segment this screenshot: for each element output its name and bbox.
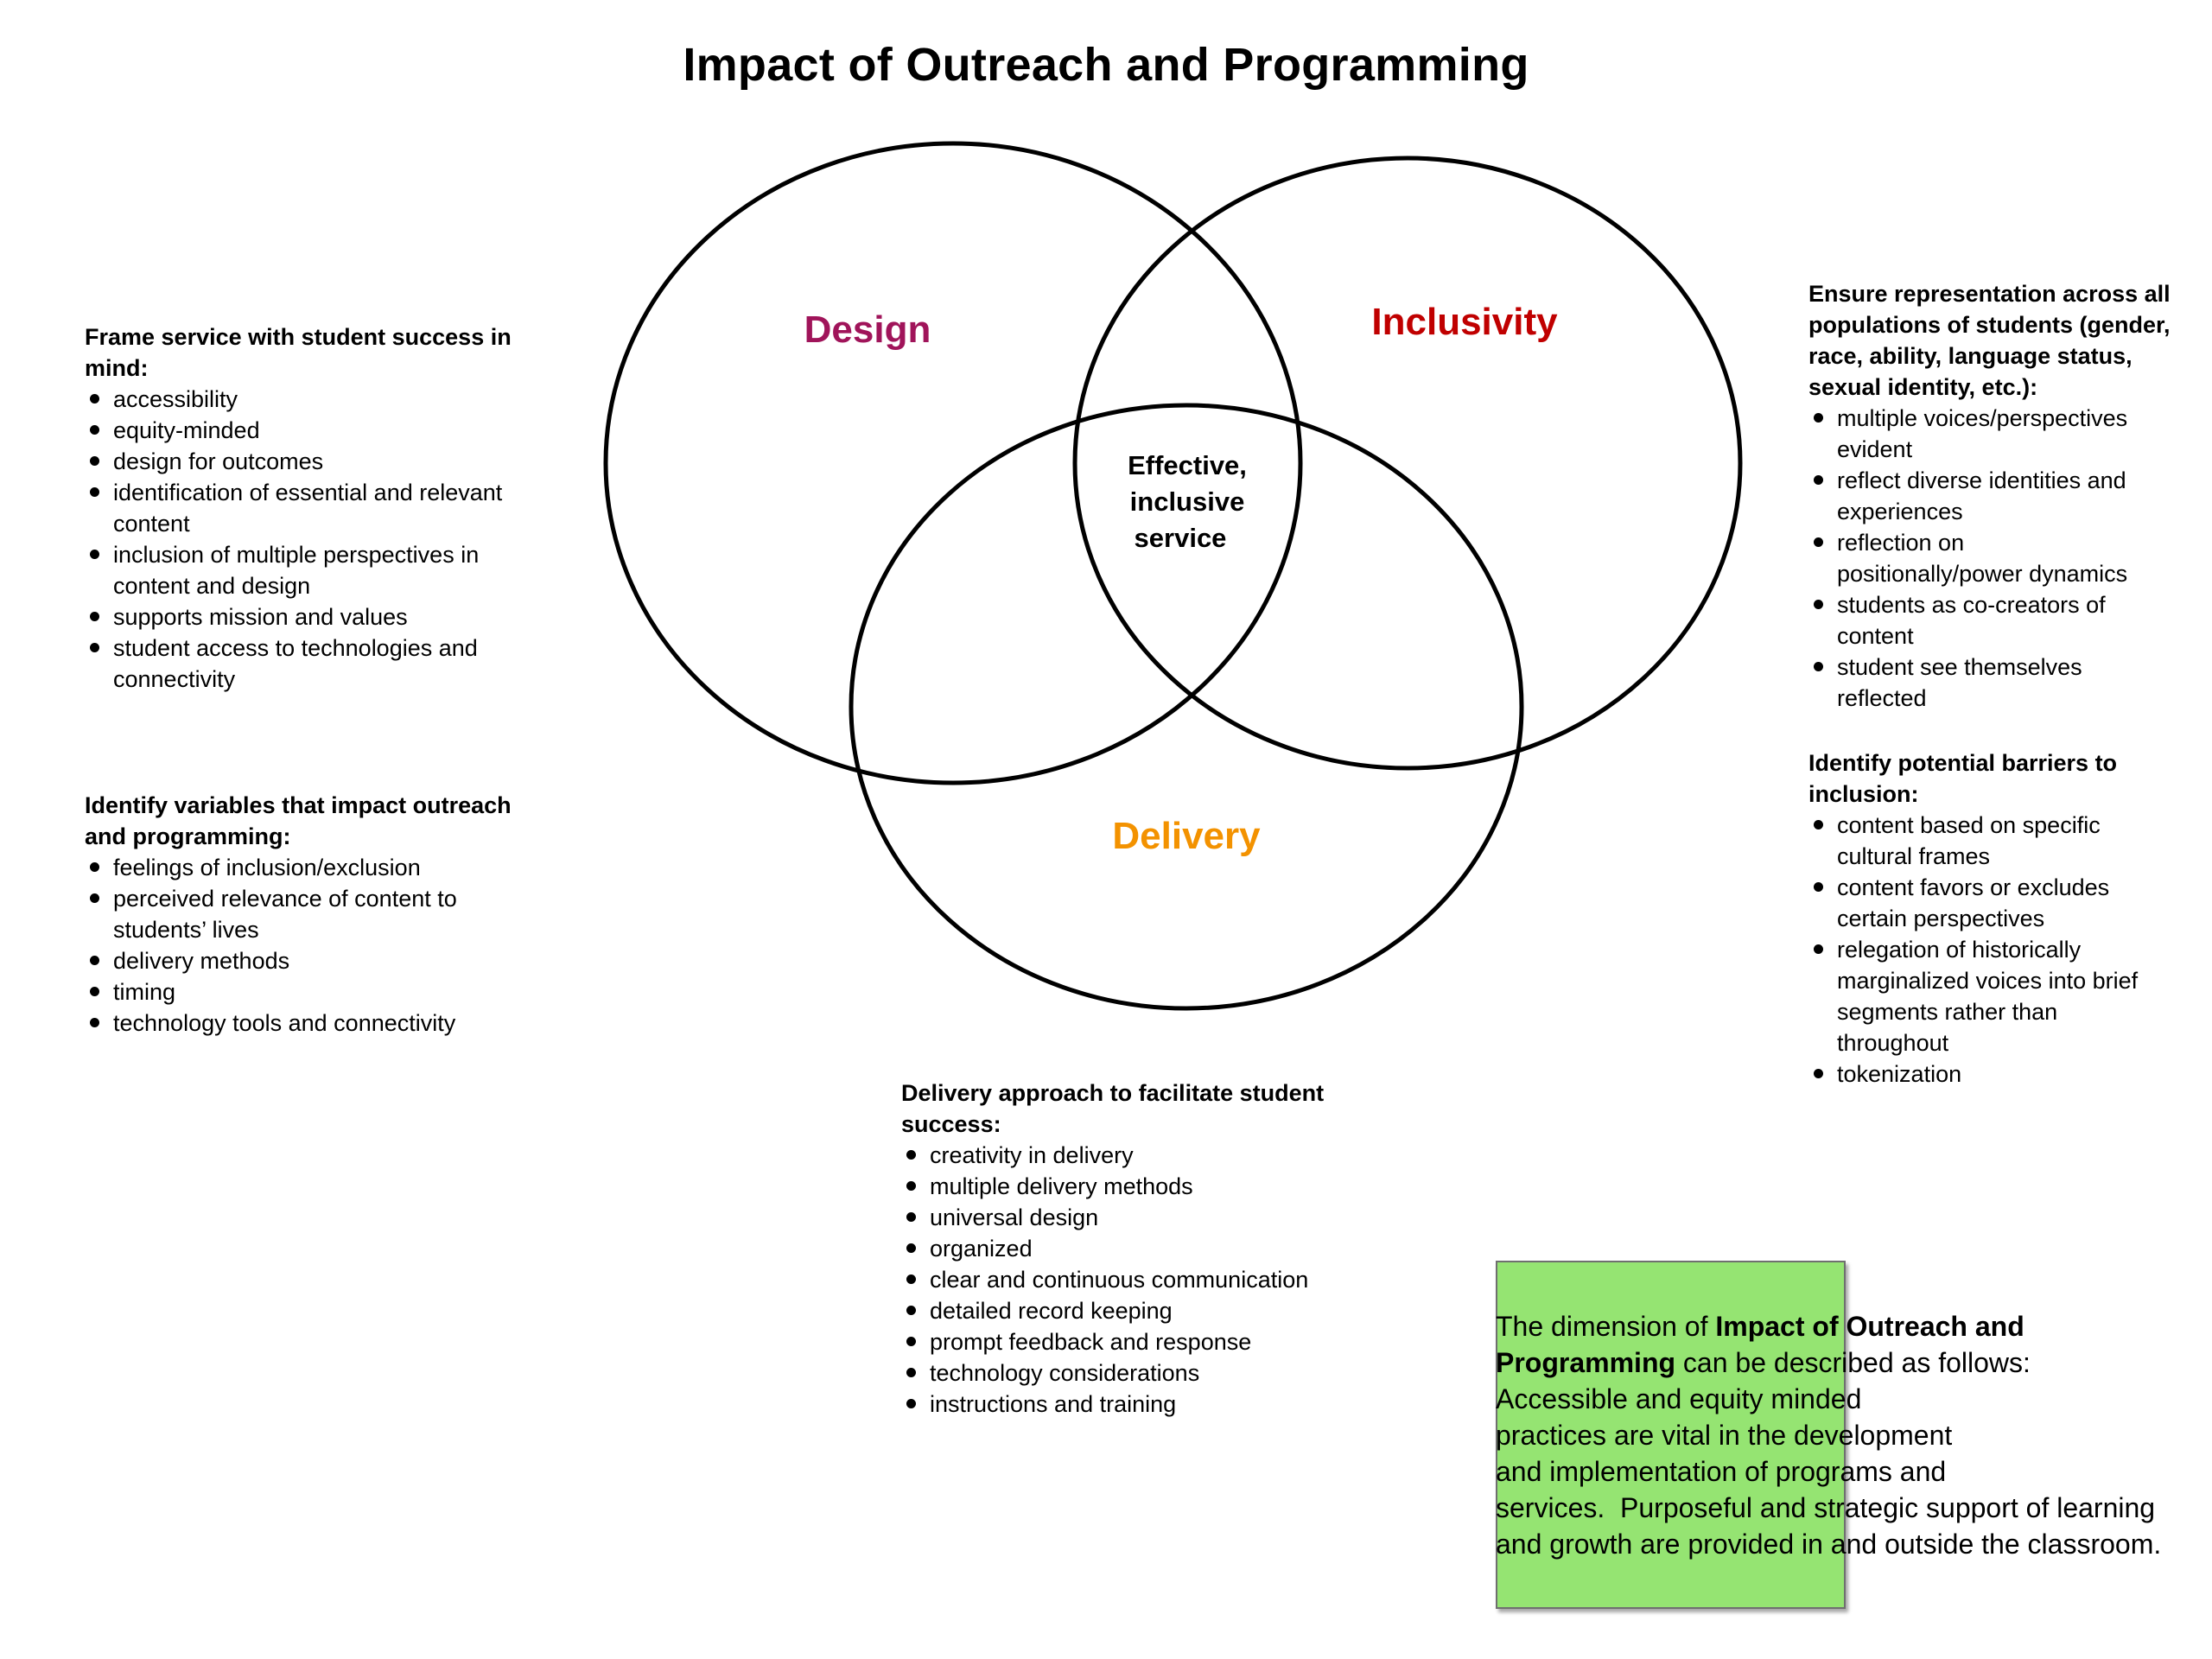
summary-bold-part: Programming (1496, 1347, 1676, 1378)
delivery-notes-heading: Delivery approach to facilitate student … (901, 1077, 1385, 1140)
list-item: reflect diverse identities and (1808, 465, 2189, 496)
list-item: design for outcomes (85, 446, 569, 477)
list-item: delivery methods (85, 945, 569, 976)
delivery-circle (849, 403, 1524, 1011)
design-notes-heading: Frame service with student success in mi… (85, 321, 569, 384)
design-notes: Frame service with student success in mi… (85, 321, 569, 695)
summary-line: Programming can be described as follows: (1496, 1344, 2031, 1381)
page-title: Impact of Outreach and Programming (683, 39, 1529, 91)
inclusivity-label: Inclusivity (1371, 301, 1558, 343)
barriers-notes-list: content based on specific cultural frame… (1808, 810, 2189, 1090)
inclusivity-circle (1072, 156, 1743, 771)
list-item: technology tools and connectivity (85, 1007, 569, 1039)
list-item: prompt feedback and response (901, 1326, 1385, 1357)
list-item-continuation: segments rather than (1837, 999, 2058, 1025)
list-item-continuation: marginalized voices into brief (1837, 968, 2139, 994)
list-item: relegation of historically (1808, 934, 2189, 965)
list-item: technology considerations (901, 1357, 1385, 1389)
inclusivity-notes-heading: Ensure representation across all populat… (1808, 278, 2189, 403)
list-item: inclusion of multiple perspectives in (85, 539, 569, 570)
barriers-notes: Identify potential barriers to inclusion… (1808, 747, 2189, 1090)
heading-line: Frame service with student success in (85, 324, 512, 350)
heading-line: success: (901, 1111, 1001, 1137)
list-item: multiple delivery methods (901, 1171, 1385, 1202)
heading-line: Ensure representation across all (1808, 281, 2171, 307)
heading-line: populations of students (gender, (1808, 312, 2171, 338)
summary-text-part: The dimension of (1496, 1311, 1716, 1342)
design-label: Design (804, 308, 931, 351)
summary-line: practices are vital in the development (1496, 1420, 1953, 1451)
delivery-notes: Delivery approach to facilitate student … (901, 1077, 1385, 1420)
list-item-continuation: connectivity (113, 666, 236, 692)
list-item-continuation: content (1837, 623, 1914, 649)
summary-line: The dimension of Impact of Outreach and (1496, 1308, 2024, 1344)
list-item: creativity in delivery (901, 1140, 1385, 1171)
list-item: timing (85, 976, 569, 1007)
inclusivity-notes: Ensure representation across all populat… (1808, 278, 2189, 714)
list-item: tokenization (1808, 1058, 2189, 1090)
list-item: reflection on (1808, 527, 2189, 558)
list-item-continuation: positionally/power dynamics (1837, 561, 2128, 587)
summary-text: The dimension of Impact of Outreach and … (1496, 1308, 2162, 1562)
summary-line: and growth are provided in and outside t… (1496, 1529, 2162, 1560)
heading-line: inclusion: (1808, 781, 1919, 807)
summary-box (1496, 1261, 1846, 1609)
list-item: perceived relevance of content to (85, 883, 569, 914)
list-item: content based on specific (1808, 810, 2189, 841)
list-item: instructions and training (901, 1389, 1385, 1420)
summary-bold-part: Impact of Outreach and (1715, 1311, 2024, 1342)
list-item-continuation: evident (1837, 436, 1913, 462)
center-label-line-2: inclusive (1130, 486, 1245, 517)
heading-line: Delivery approach to facilitate student (901, 1080, 1325, 1106)
list-item: organized (901, 1233, 1385, 1264)
list-item-continuation: content (113, 511, 190, 537)
center-label-line-3: service (1135, 523, 1227, 553)
list-item: content favors or excludes (1808, 872, 2189, 903)
list-item-continuation: throughout (1837, 1030, 1949, 1056)
list-item-continuation: certain perspectives (1837, 906, 2045, 931)
variables-notes: Identify variables that impact outreach … (85, 790, 569, 1039)
list-item: identification of essential and relevant (85, 477, 569, 508)
variables-notes-list: feelings of inclusion/exclusion perceive… (85, 852, 569, 1039)
list-item-continuation: reflected (1837, 685, 1927, 711)
list-item: equity-minded (85, 415, 569, 446)
list-item: supports mission and values (85, 601, 569, 632)
delivery-label: Delivery (1112, 815, 1261, 857)
list-item: student see themselves (1808, 652, 2189, 683)
list-item-continuation: experiences (1837, 499, 1963, 524)
heading-line: sexual identity, etc.): (1808, 374, 2038, 400)
heading-line: mind: (85, 355, 149, 381)
inclusivity-notes-list: multiple voices/perspectives evident ref… (1808, 403, 2189, 714)
list-item: feelings of inclusion/exclusion (85, 852, 569, 883)
barriers-notes-heading: Identify potential barriers to inclusion… (1808, 747, 2189, 810)
summary-text-part: can be described as follows: (1675, 1347, 2031, 1378)
heading-line: and programming: (85, 823, 291, 849)
summary-line: and implementation of programs and (1496, 1456, 1947, 1487)
heading-line: race, ability, language status, (1808, 343, 2133, 369)
variables-notes-heading: Identify variables that impact outreach … (85, 790, 569, 852)
list-item: students as co-creators of (1808, 589, 2189, 620)
center-label-line-1: Effective, (1128, 450, 1247, 480)
list-item: multiple voices/perspectives (1808, 403, 2189, 434)
heading-line: Identify potential barriers to (1808, 750, 2118, 776)
summary-line: services. Purposeful and strategic suppo… (1496, 1492, 2156, 1523)
list-item: clear and continuous communication (901, 1264, 1385, 1295)
design-circle (603, 141, 1303, 785)
list-item-continuation: content and design (113, 573, 311, 599)
list-item: universal design (901, 1202, 1385, 1233)
list-item: detailed record keeping (901, 1295, 1385, 1326)
heading-line: Identify variables that impact outreach (85, 792, 512, 818)
list-item-continuation: cultural frames (1837, 843, 1991, 869)
summary-line: Accessible and equity minded (1496, 1383, 1862, 1414)
list-item-continuation: students’ lives (113, 917, 259, 943)
list-item: student access to technologies and (85, 632, 569, 664)
list-item: accessibility (85, 384, 569, 415)
design-notes-list: accessibility equity-minded design for o… (85, 384, 569, 695)
delivery-notes-list: creativity in delivery multiple delivery… (901, 1140, 1385, 1420)
